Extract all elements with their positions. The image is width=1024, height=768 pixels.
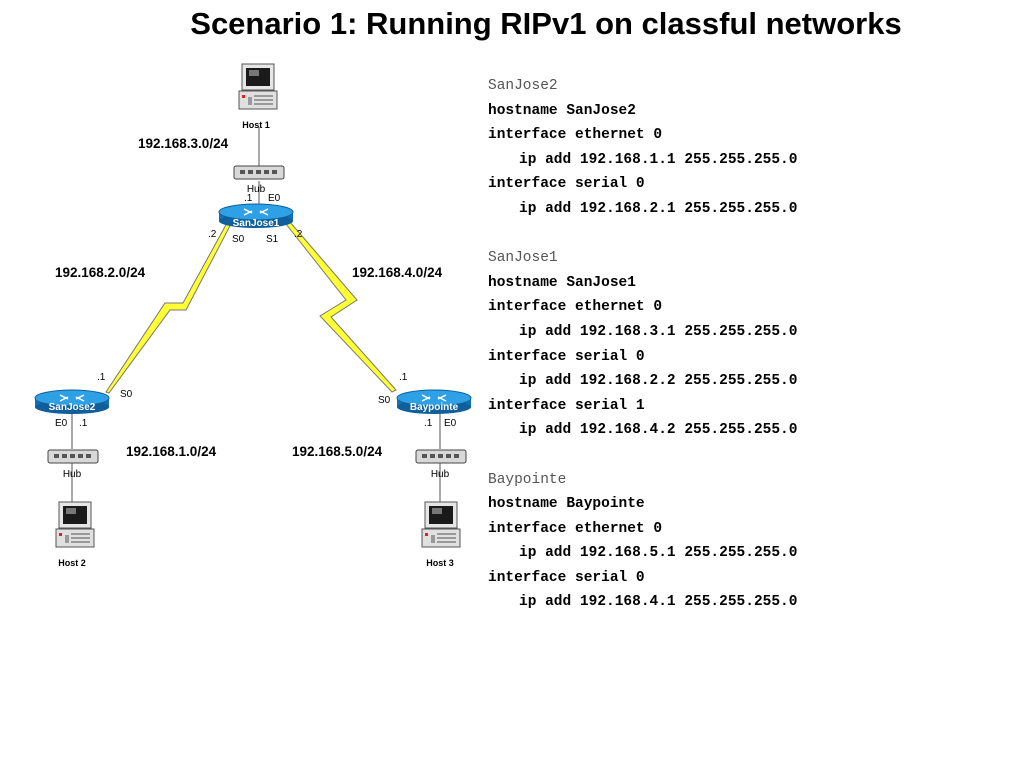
config-line: interface serial 0 (488, 569, 645, 586)
network-label-192-168-3: 192.168.3.0/24 (138, 136, 229, 151)
sanjose1-e0-label: E0 (268, 193, 281, 204)
baypointe-s0-address: .1 (399, 372, 408, 383)
host2-computer-icon (55, 501, 95, 548)
hub-left-icon (47, 449, 99, 464)
config-line: interface serial 0 (488, 176, 645, 193)
config-line: ip add 192.168.4.2 255.255.255.0 (519, 422, 798, 439)
config-line: ip add 192.168.2.1 255.255.255.0 (519, 200, 798, 217)
page-title: Scenario 1: Running RIPv1 on classful ne… (190, 6, 902, 41)
baypointe-e0-label: E0 (444, 418, 457, 429)
config-line: interface ethernet 0 (488, 299, 663, 316)
host3-label: Host 3 (426, 558, 454, 568)
config-line: hostname Baypointe (488, 496, 645, 513)
router-config-listing: SanJose2 hostname SanJose2 interface eth… (488, 74, 797, 615)
hub-right-icon (415, 449, 467, 464)
baypointe-e0-address: .1 (424, 418, 433, 429)
hub-right-label: Hub (431, 469, 450, 480)
network-label-192-168-1: 192.168.1.0/24 (126, 444, 217, 459)
sanjose2-e0-label: E0 (55, 418, 68, 429)
sanjose1-s0-label: S0 (232, 234, 245, 245)
baypointe-s0-label: S0 (378, 395, 391, 406)
config-line: interface ethernet 0 (488, 127, 663, 144)
host2-label: Host 2 (58, 558, 86, 568)
host1-computer-icon (238, 63, 278, 110)
config-spacer (488, 443, 797, 468)
network-label-192-168-5: 192.168.5.0/24 (292, 444, 383, 459)
host1-label: Host 1 (242, 120, 270, 130)
network-diagram: Host 1 Hub SanJose1 SanJose2 Baypointe H… (34, 63, 472, 568)
sanjose2-label: SanJose2 (49, 402, 96, 413)
config-line: ip add 192.168.2.2 255.255.255.0 (519, 373, 798, 390)
baypointe-label: Baypointe (410, 402, 459, 413)
config-device-sanjose1: SanJose1 (488, 250, 558, 267)
config-line: ip add 192.168.1.1 255.255.255.0 (519, 151, 798, 168)
sanjose1-s1-address: .2 (294, 229, 303, 240)
config-spacer (488, 222, 797, 247)
config-line: interface ethernet 0 (488, 520, 663, 537)
config-line: ip add 192.168.4.1 255.255.255.0 (519, 594, 798, 611)
network-label-192-168-2: 192.168.2.0/24 (55, 265, 146, 280)
config-line: ip add 192.168.3.1 255.255.255.0 (519, 323, 798, 340)
sanjose1-e0-address: .1 (244, 193, 253, 204)
hub-left-label: Hub (63, 469, 82, 480)
sanjose1-s1-label: S1 (266, 234, 279, 245)
sanjose2-s0-address: .1 (97, 372, 106, 383)
sanjose2-e0-address: .1 (79, 418, 88, 429)
config-line: interface serial 0 (488, 348, 645, 365)
hub-top-icon (233, 165, 285, 180)
sanjose1-label: SanJose1 (233, 218, 280, 229)
sanjose2-s0-label: S0 (120, 389, 133, 400)
config-line: interface serial 1 (488, 397, 645, 414)
serial-link-right (285, 221, 397, 393)
host3-computer-icon (421, 501, 461, 548)
config-device-sanjose2: SanJose2 (488, 78, 558, 94)
sanjose1-s0-address: .2 (208, 229, 217, 240)
config-device-baypointe: Baypointe (488, 471, 567, 488)
hub-top-label: Hub (247, 184, 266, 195)
config-line: hostname SanJose2 (488, 102, 636, 119)
config-line: hostname SanJose1 (488, 274, 636, 291)
serial-link-left (105, 222, 232, 394)
config-line: ip add 192.168.5.1 255.255.255.0 (519, 545, 798, 562)
network-label-192-168-4: 192.168.4.0/24 (352, 265, 443, 280)
